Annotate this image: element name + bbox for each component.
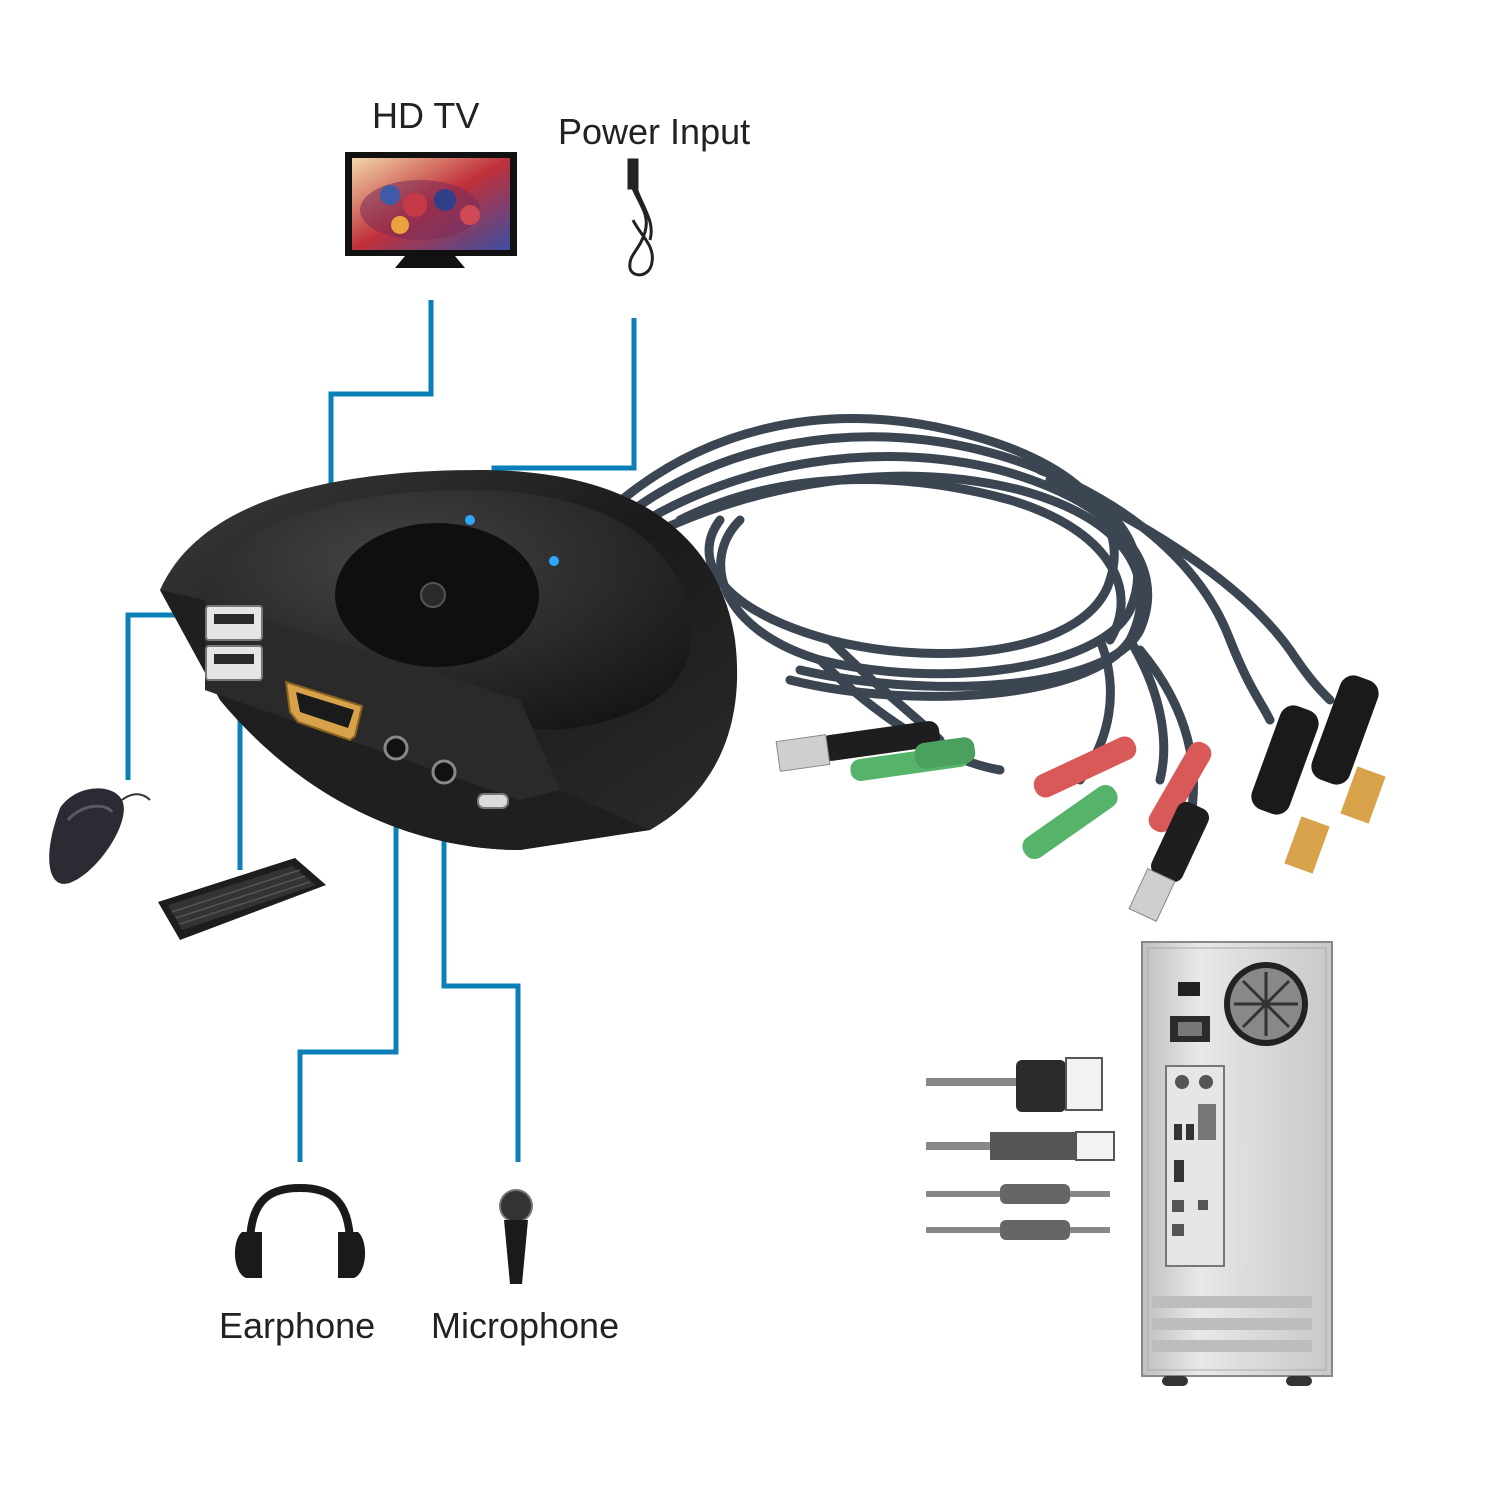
microphone-label: Microphone: [431, 1305, 620, 1346]
earphone-connector-line: [297, 780, 399, 1162]
keyboard-icon: [158, 858, 326, 940]
hdmi-plug-2: [1311, 675, 1386, 824]
switch-button: [420, 582, 446, 608]
audio-plug-red-1: [1033, 736, 1137, 798]
audio-plug-red-2: [1148, 741, 1212, 833]
power-input-label: Power Input: [558, 111, 751, 152]
audio-plug-green-2: [1022, 784, 1118, 860]
power-cable-icon: [627, 158, 654, 277]
kvm-switch: [160, 470, 738, 850]
cable-bundle: [605, 414, 1335, 825]
hdmi-plug-1: [1251, 705, 1330, 874]
microphone-icon: [499, 1189, 533, 1284]
audio-plug-green-1: [850, 737, 976, 781]
pc-tower-icon: [1141, 941, 1333, 1386]
microphone-jack: [431, 759, 457, 785]
hdtv-label: HD TV: [372, 95, 480, 136]
tv-icon: [345, 152, 517, 268]
pc-hdmi-connector: [926, 1057, 1103, 1112]
pc-usb-connector: [926, 1131, 1115, 1161]
earphone-jack: [383, 735, 409, 761]
earphone-label: Earphone: [219, 1305, 376, 1346]
usb-plug-left: [775, 721, 940, 772]
usb-plug-right: [1128, 801, 1210, 922]
earphone-icon: [234, 1183, 366, 1278]
pc-audio-connector-2: [926, 1220, 1110, 1240]
power-port: [477, 793, 509, 809]
led-1: [465, 515, 475, 525]
microphone-connector-line: [441, 800, 521, 1162]
led-2: [549, 556, 559, 566]
pc-audio-connector-1: [926, 1184, 1110, 1204]
mouse-icon: [49, 788, 151, 884]
